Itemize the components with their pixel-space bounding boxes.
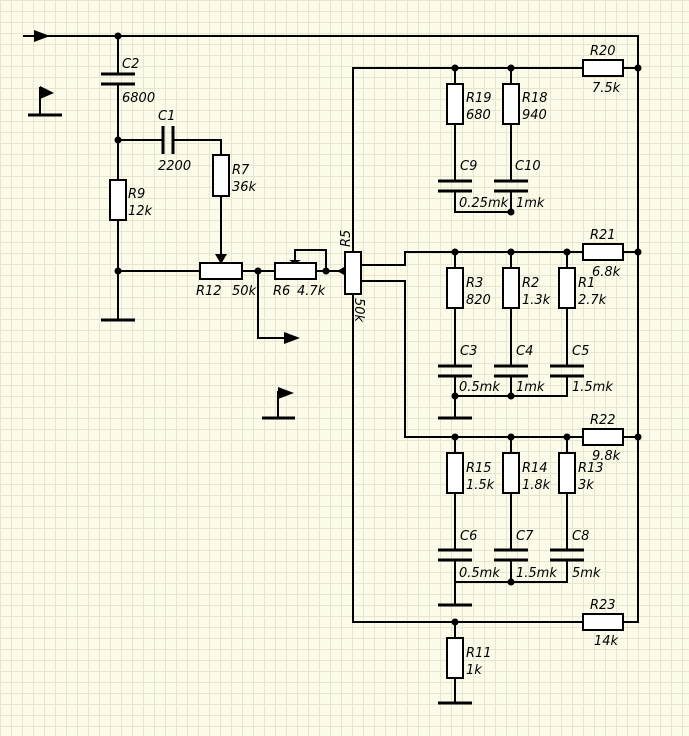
R12-name: R12 xyxy=(196,284,222,299)
R21-name: R21 xyxy=(590,228,616,243)
R19-resistor xyxy=(446,83,464,125)
R12-wiper-arrow xyxy=(215,254,227,264)
R19-value: 680 xyxy=(466,108,491,123)
C7-capacitor xyxy=(494,548,528,562)
R23-name: R23 xyxy=(590,598,616,613)
R7-resistor xyxy=(212,154,230,197)
R7-name: R7 xyxy=(232,163,250,178)
R11-value: 1k xyxy=(466,663,482,678)
R22-resistor xyxy=(582,428,624,446)
C4-name: C4 xyxy=(516,344,533,359)
R3-name: R3 xyxy=(466,276,483,291)
C5-name: C5 xyxy=(572,344,589,359)
R5-potentiometer xyxy=(344,251,362,295)
output-ground-symbol xyxy=(262,387,295,420)
R21-value: 6.8k xyxy=(592,265,621,280)
R14-value: 1.8k xyxy=(522,478,551,493)
output-arrow xyxy=(284,332,300,344)
R22-name: R22 xyxy=(590,413,616,428)
R20-resistor xyxy=(582,59,624,77)
R2-name: R2 xyxy=(522,276,539,291)
C2-capacitor xyxy=(101,72,135,86)
R23-resistor xyxy=(582,613,624,631)
C4-capacitor xyxy=(494,364,528,378)
main-bus-wires xyxy=(352,67,639,623)
R6-value: 4.7k xyxy=(297,284,326,299)
junction-dots xyxy=(114,32,642,626)
R20-name: R20 xyxy=(590,44,616,59)
C9-capacitor xyxy=(438,179,472,193)
C7-name: C7 xyxy=(516,529,534,544)
input-signal-line xyxy=(23,30,639,623)
R5-value: 50k xyxy=(351,298,366,323)
C8-capacitor xyxy=(550,548,584,562)
input-ground-symbol xyxy=(28,86,62,117)
C3-value: 0.5mk xyxy=(459,380,500,395)
C2-name: C2 xyxy=(122,57,139,72)
C2-value: 6800 xyxy=(122,91,155,106)
R6-name: R6 xyxy=(273,284,290,299)
R1-value: 2.7k xyxy=(578,293,607,308)
R5-name: R5 xyxy=(339,230,354,247)
R15-value: 1.5k xyxy=(466,478,495,493)
C1-capacitor xyxy=(161,126,175,154)
R9-name: R9 xyxy=(128,187,145,202)
left-network-wires xyxy=(101,35,346,339)
R11-resistor xyxy=(446,637,464,679)
R20-value: 7.5k xyxy=(592,81,621,96)
R13-name: R13 xyxy=(578,461,604,476)
R9-resistor xyxy=(109,179,127,221)
C10-name: C10 xyxy=(515,159,541,174)
C6-name: C6 xyxy=(460,529,477,544)
R22-value: 9.8k xyxy=(592,449,621,464)
C3-capacitor xyxy=(438,364,472,378)
C3-name: C3 xyxy=(460,344,477,359)
R2-value: 1.3k xyxy=(522,293,551,308)
R18-name: R18 xyxy=(522,91,548,106)
R12-value: 50k xyxy=(232,284,257,299)
R9-value: 12k xyxy=(128,204,153,219)
R21-resistor xyxy=(582,243,624,261)
C10-capacitor xyxy=(494,179,528,193)
R23-value: 14k xyxy=(594,634,619,649)
C1-name: C1 xyxy=(158,109,175,124)
C9-name: C9 xyxy=(460,159,477,174)
R3-resistor xyxy=(446,267,464,309)
C6-capacitor xyxy=(438,548,472,562)
R15-resistor xyxy=(446,452,464,494)
R14-name: R14 xyxy=(522,461,548,476)
C1-value: 2200 xyxy=(158,159,191,174)
R6-resistor xyxy=(274,262,317,280)
R13-value: 3k xyxy=(578,478,594,493)
R1-resistor xyxy=(558,267,576,309)
R3-value: 820 xyxy=(466,293,491,308)
C6-value: 0.5mk xyxy=(459,566,500,581)
R15-name: R15 xyxy=(466,461,492,476)
C8-name: C8 xyxy=(572,529,589,544)
R19-name: R19 xyxy=(466,91,492,106)
C10-value: 1mk xyxy=(516,196,545,211)
C8-value: 5mk xyxy=(572,566,601,581)
C9-value: 0.25mk xyxy=(459,196,509,211)
R1-name: R1 xyxy=(578,276,595,291)
R18-resistor xyxy=(502,83,520,125)
R13-resistor xyxy=(558,452,576,494)
C4-value: 1mk xyxy=(516,380,545,395)
R14-resistor xyxy=(502,452,520,494)
R5-wiper-arrow xyxy=(337,266,346,276)
R12-potentiometer xyxy=(199,262,243,280)
R7-value: 36k xyxy=(232,180,257,195)
C7-value: 1.5mk xyxy=(516,566,557,581)
R2-resistor xyxy=(502,267,520,309)
R11-name: R11 xyxy=(466,646,492,661)
C5-capacitor xyxy=(550,364,584,378)
R18-value: 940 xyxy=(522,108,547,123)
C5-value: 1.5mk xyxy=(572,380,613,395)
